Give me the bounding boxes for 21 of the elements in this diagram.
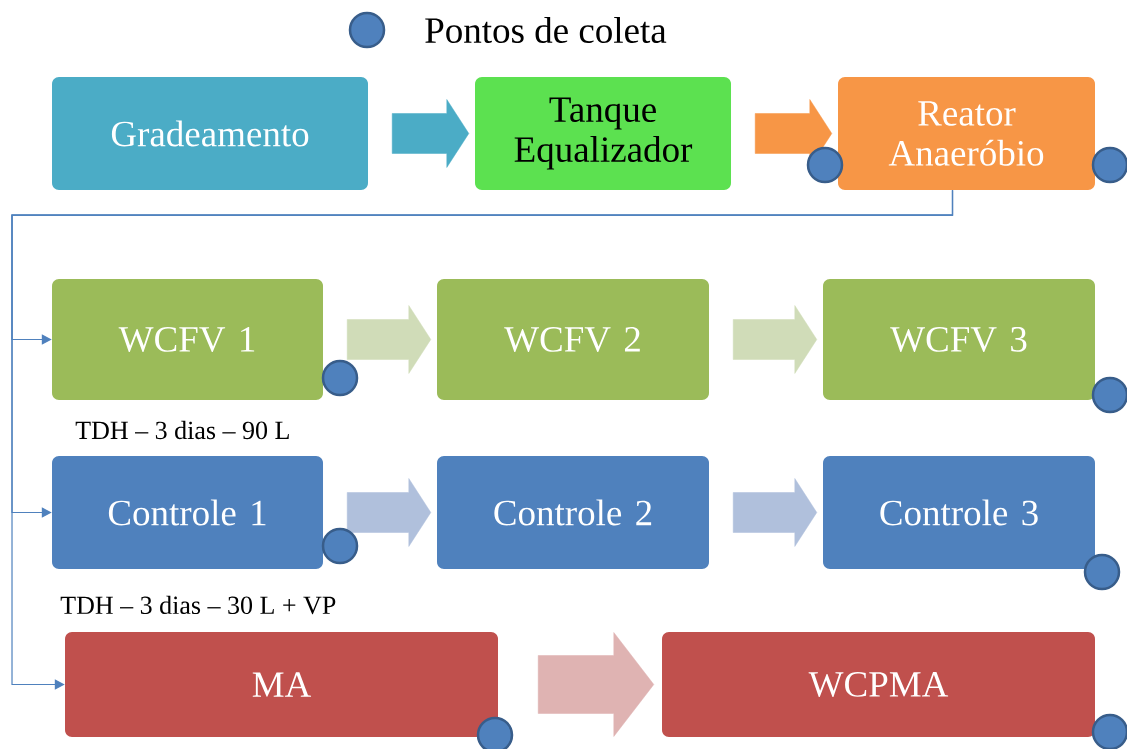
process-box: MA — [65, 632, 498, 737]
process-box: Controle 1 — [52, 456, 323, 569]
legend-label: Pontos de coleta — [425, 17, 667, 43]
block-arrow — [732, 305, 818, 374]
process-box: WCFV 1 — [52, 279, 323, 400]
process-box: WCFV 2 — [437, 279, 709, 400]
process-box: Reator Anaeróbio — [838, 77, 1095, 190]
block-arrow — [346, 305, 432, 374]
caption-text: TDH – 3 dias – 90 L — [75, 420, 289, 440]
block-arrow — [732, 478, 818, 547]
block-arrow — [346, 478, 432, 547]
process-box: Tanque Equalizador — [475, 77, 731, 190]
block-arrow — [537, 632, 655, 737]
process-box: Controle 2 — [437, 456, 709, 569]
process-box: WCPMA — [662, 632, 1095, 737]
block-arrow — [391, 99, 470, 168]
process-box: WCFV 3 — [823, 279, 1095, 400]
caption-text: TDH – 3 dias – 30 L + VP — [60, 595, 336, 615]
process-box: Controle 3 — [823, 456, 1095, 569]
connector-line — [11, 189, 954, 690]
process-box: Gradeamento — [52, 77, 368, 190]
